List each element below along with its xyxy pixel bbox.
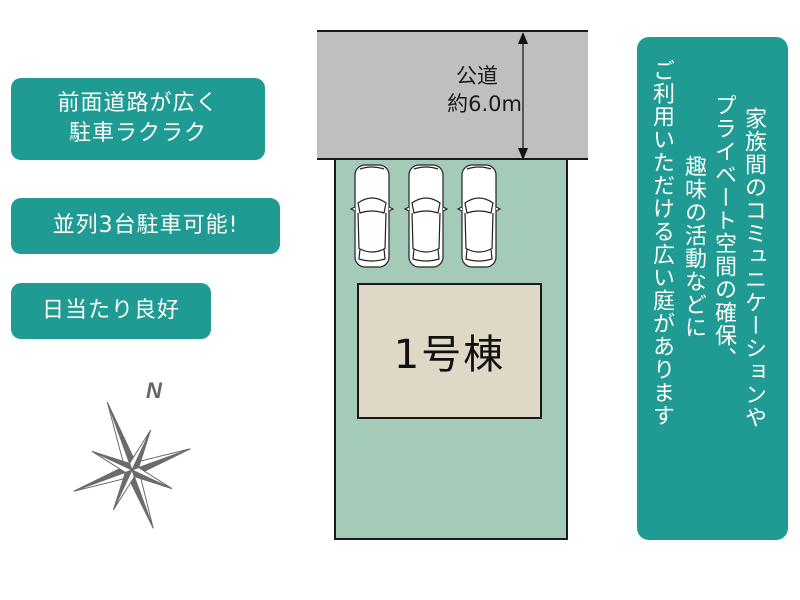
dimension-arrow-icon	[518, 32, 528, 160]
compass-rose-icon: N	[73, 378, 191, 529]
feature-badge-parking: 並列3台駐車可能!	[11, 198, 280, 254]
car-icon	[404, 164, 448, 268]
car-icon	[350, 164, 394, 268]
road-label: 公道 約6.0m	[412, 62, 522, 118]
description-line-2: プライベート空間の確保、	[711, 94, 736, 370]
building-label: 1号棟	[393, 332, 506, 378]
description-line-4: ご利用いただける広い庭があります	[649, 59, 674, 427]
feature-badge-wide-road: 前面道路が広く 駐車ラクラク	[11, 78, 265, 160]
badge-text: 並列3台駐車可能!	[52, 213, 239, 238]
description-line-3: 趣味の活動などに	[681, 155, 706, 339]
badge-text: 日当たり良好	[41, 298, 180, 323]
badge-text-line2: 駐車ラクラク	[68, 121, 207, 146]
car-icon	[457, 164, 501, 268]
description-line-1: 家族間のコミュニケーションや	[741, 107, 766, 429]
building-footprint: 1号棟	[357, 283, 542, 419]
feature-badge-sunlight: 日当たり良好	[11, 283, 211, 339]
north-label: N	[146, 378, 163, 403]
description-panel: 家族間のコミュニケーションや プライベート空間の確保、 趣味の活動などに ご利用…	[637, 37, 788, 540]
road-width: 約6.0m	[447, 92, 522, 116]
road-name: 公道	[456, 64, 498, 88]
badge-text-line1: 前面道路が広く	[57, 91, 219, 116]
public-road: 公道 約6.0m	[317, 30, 588, 160]
